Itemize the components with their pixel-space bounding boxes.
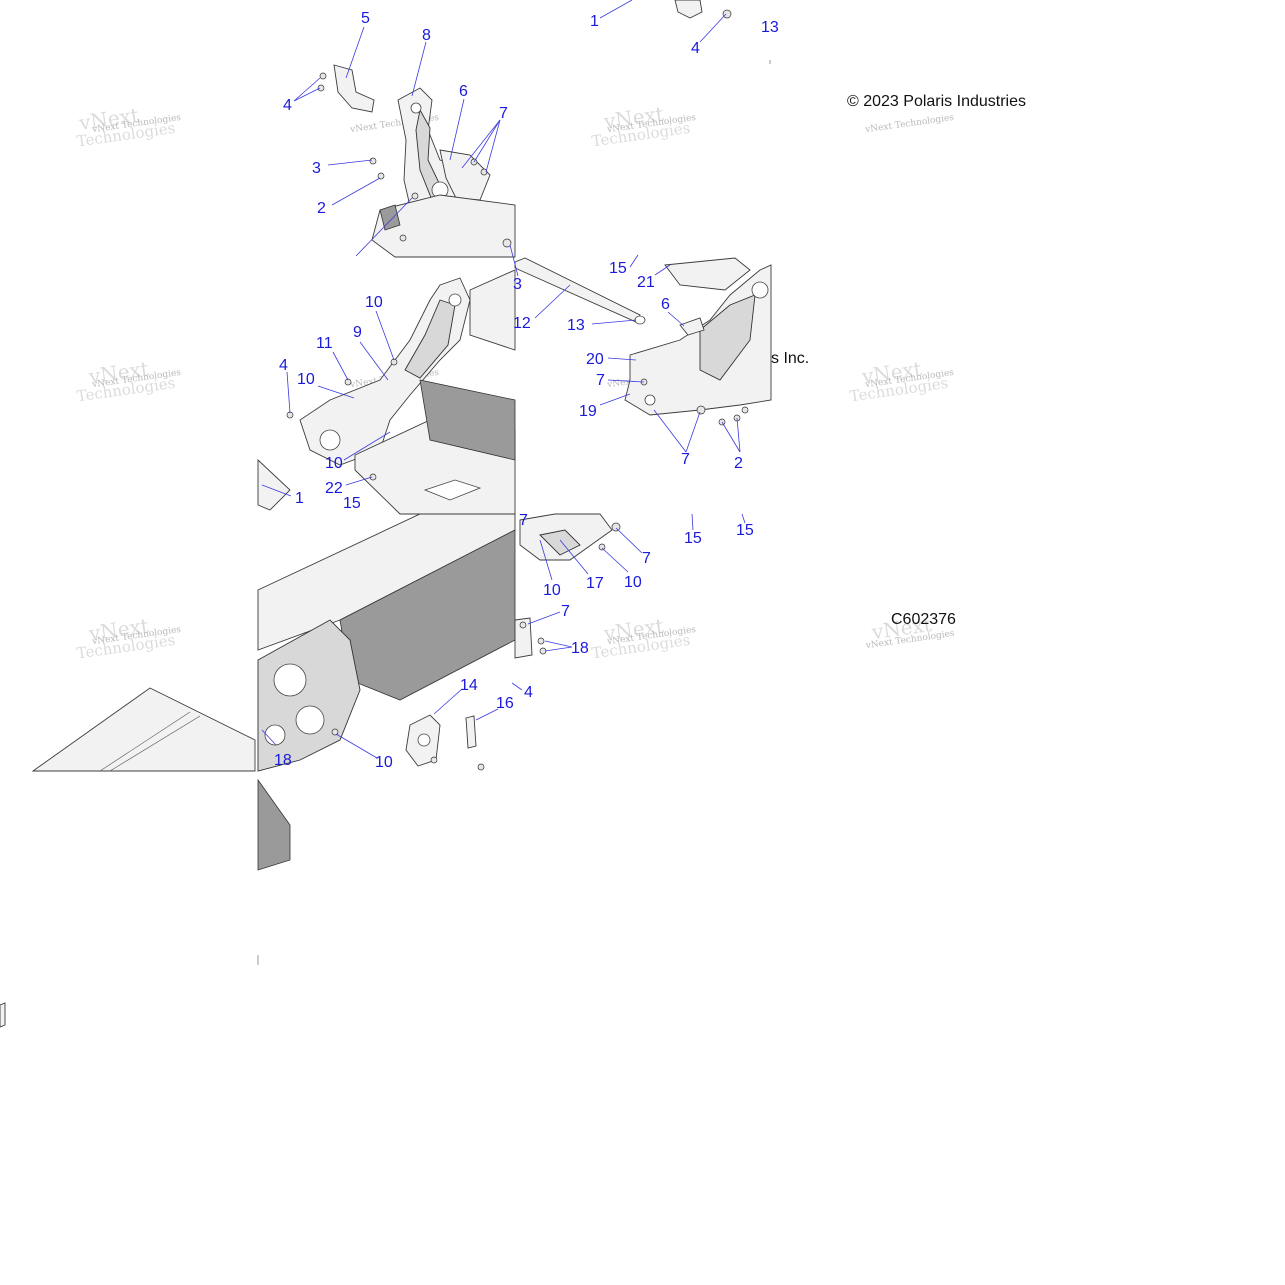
- lower-fragment: [0, 778, 291, 1028]
- callout-10: 10: [543, 582, 561, 599]
- rear-brace: [514, 513, 621, 659]
- callout-12: 12: [513, 315, 531, 332]
- callout-15: 15: [736, 522, 754, 539]
- callout-15: 15: [343, 495, 361, 512]
- callout-7: 7: [561, 603, 570, 620]
- callout-18: 18: [571, 640, 589, 657]
- callout-21: 21: [637, 274, 655, 291]
- callout-17: 17: [586, 575, 604, 592]
- callout-9: 9: [353, 324, 362, 341]
- running-board-fragment: [31, 687, 256, 772]
- callout-6: 6: [661, 296, 670, 313]
- callout-10: 10: [624, 574, 642, 591]
- rear-upright: [514, 257, 772, 426]
- callout-4: 4: [283, 97, 292, 114]
- callout-3: 3: [513, 276, 522, 293]
- front-frame-upright: [317, 64, 516, 258]
- front-upright-and-plate: [257, 238, 516, 515]
- rear-bracket-fragment: [674, 0, 771, 64]
- callout-8: 8: [422, 27, 431, 44]
- callout-5: 5: [361, 10, 370, 27]
- copyright-text: © 2023 Polaris Industries: [847, 93, 1026, 110]
- leader-lines: [261, 0, 746, 759]
- callout-16: 16: [496, 695, 514, 712]
- watermark: vNext vNext Technologies Technologies: [849, 356, 955, 405]
- callout-10: 10: [375, 754, 393, 771]
- callout-15: 15: [609, 260, 627, 277]
- watermarks: vNext vNext Technologies Technologies vN…: [76, 101, 956, 662]
- callout-19: 19: [579, 403, 597, 420]
- callout-10: 10: [325, 455, 343, 472]
- callout-1: 1: [590, 13, 599, 30]
- callout-10: 10: [297, 371, 315, 388]
- svg-text:vNext Technologies: vNext Technologies: [864, 113, 955, 136]
- watermark: vNext vNext Technologies Technologies: [76, 613, 182, 662]
- watermark: vNext Technologies: [864, 113, 955, 136]
- callout-7: 7: [596, 372, 605, 389]
- callout-1: 1: [295, 490, 304, 507]
- watermark: vNext vNext Technologies Technologies: [591, 101, 697, 150]
- tunnel-side-frame: [257, 513, 516, 772]
- callout-22: 22: [325, 480, 343, 497]
- callout-2: 2: [734, 455, 743, 472]
- callout-7: 7: [681, 451, 690, 468]
- callout-4: 4: [691, 40, 700, 57]
- callout-10: 10: [365, 294, 383, 311]
- callout-labels: 1 4 13 5 8 4 6 7 3 2 3 12 15 21 13 6 20 …: [274, 10, 779, 771]
- callout-4: 4: [279, 357, 288, 374]
- callout-2: 2: [317, 200, 326, 217]
- callout-4: 4: [524, 684, 533, 701]
- diagram-code: C602376: [891, 611, 956, 628]
- callout-13: 13: [567, 317, 585, 334]
- callout-7: 7: [642, 550, 651, 567]
- watermark: vNext vNext Technologies Technologies: [76, 356, 182, 405]
- callout-11: 11: [316, 335, 333, 352]
- callout-18: 18: [274, 752, 292, 769]
- callout-7-fragment: 7: [519, 512, 528, 529]
- callout-20: 20: [586, 351, 604, 368]
- callout-3: 3: [312, 160, 321, 177]
- callout-6: 6: [459, 83, 468, 100]
- watermark: vNext vNext Technologies Technologies: [591, 613, 697, 662]
- copyright-fragment-text: s Inc.: [771, 350, 809, 367]
- callout-13-fragment: 13: [761, 19, 779, 36]
- watermark: vNext vNext Technologies Technologies: [76, 103, 182, 151]
- callout-15: 15: [684, 530, 702, 547]
- callout-14: 14: [460, 677, 478, 694]
- callout-7: 7: [499, 105, 508, 122]
